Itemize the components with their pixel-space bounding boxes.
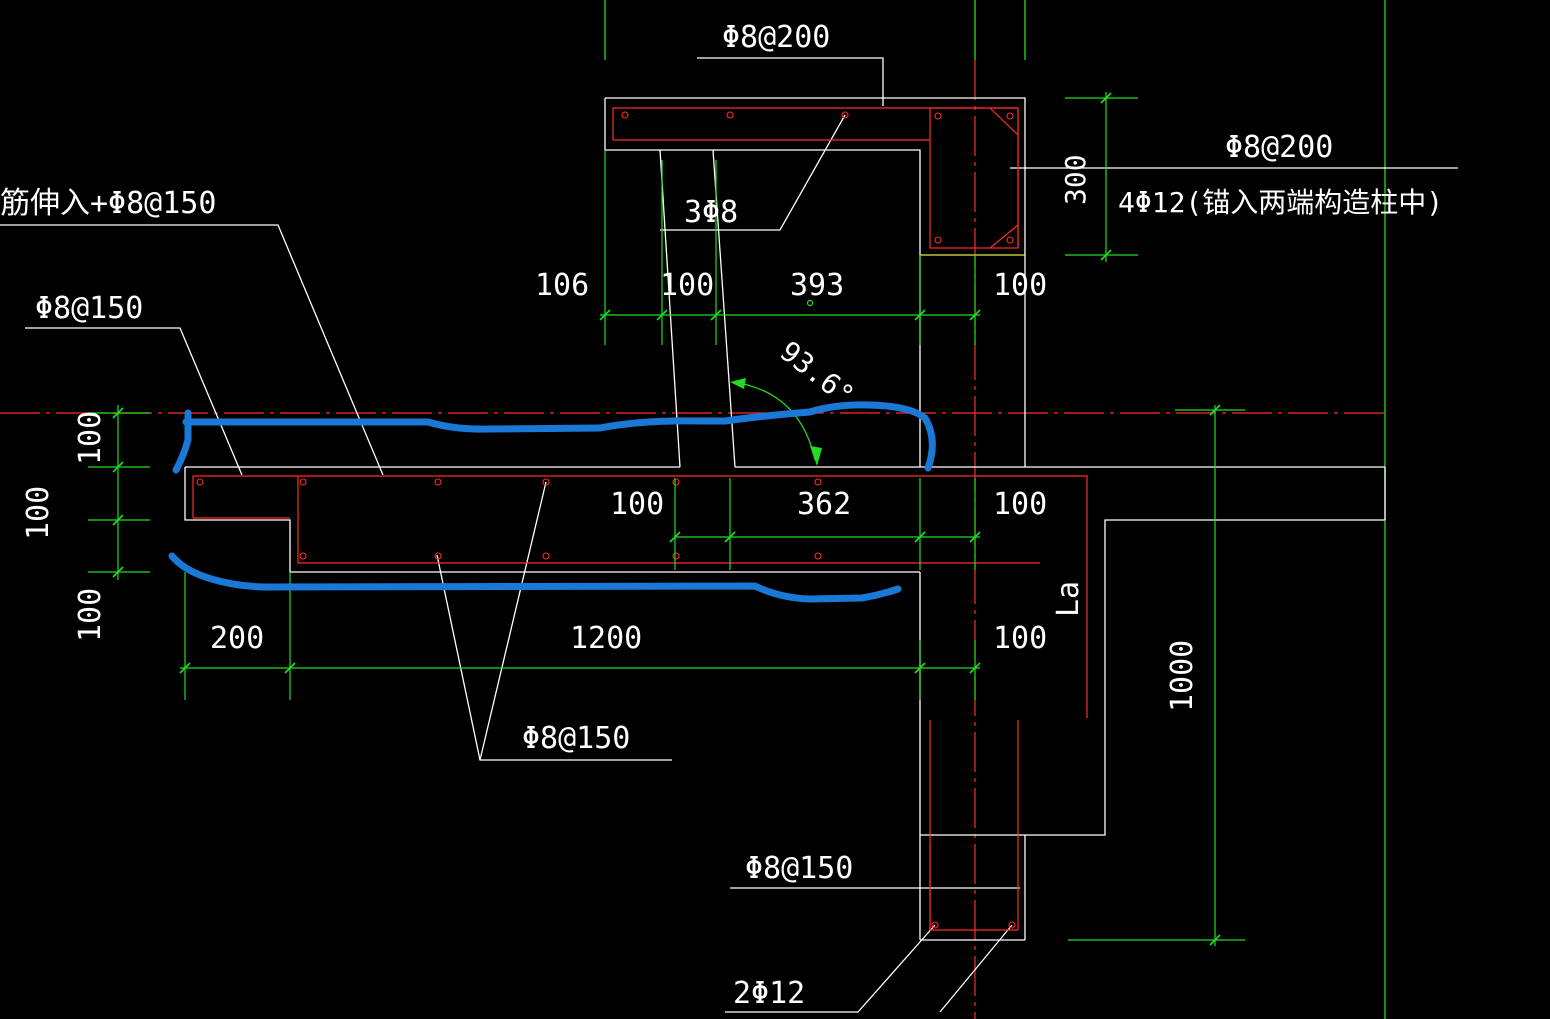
label-dim-100-left-top: 100	[73, 411, 108, 465]
label-top-right-spec: Φ8@200	[1225, 130, 1333, 165]
label-la: La	[1051, 581, 1086, 617]
label-lower-spec: Φ8@150	[745, 851, 853, 886]
label-top-bar-spec: Φ8@200	[722, 20, 830, 55]
label-corner-bars: 4Φ12(锚入两端构造柱中)	[1118, 186, 1443, 219]
label-angle: 93.6°	[774, 335, 861, 413]
label-dim-106: 106	[535, 268, 589, 303]
dimension-ticks	[112, 92, 1221, 946]
label-dim-100-e: 100	[993, 621, 1047, 656]
label-bottom-spec: Φ8@150	[522, 721, 630, 756]
label-left-spec-2: 筋伸入+Φ8@150	[0, 186, 216, 221]
label-dim-100-d: 100	[993, 487, 1047, 522]
label-bottom-bars: 2Φ12	[733, 976, 805, 1011]
angle-arrowheads	[730, 378, 822, 466]
label-dim-362: 362	[797, 487, 851, 522]
label-dim-1000: 1000	[1165, 640, 1200, 712]
label-left-spec-1: Φ8@150	[35, 291, 143, 326]
label-dim-100-left-mid: 100	[21, 486, 56, 540]
label-dim-100-c: 100	[610, 487, 664, 522]
center-mark	[806, 299, 814, 307]
concrete-outline	[0, 57, 1458, 1013]
label-dim-100-b: 100	[993, 268, 1047, 303]
label-dim-1200: 1200	[570, 621, 642, 656]
label-dim-100-left-bottom: 100	[73, 588, 108, 642]
rebar-dots	[196, 111, 1016, 929]
label-three-bars: 3Φ8	[684, 195, 738, 230]
dimension-lines	[88, 92, 1245, 946]
label-dim-393: 393	[790, 268, 844, 303]
label-dim-100-a: 100	[660, 268, 714, 303]
label-dim-300: 300	[1059, 154, 1092, 205]
hand-drawn-annotation	[168, 401, 936, 603]
reference-lines	[0, 0, 1386, 1019]
label-dim-200: 200	[210, 621, 264, 656]
rebar	[192, 107, 1088, 931]
